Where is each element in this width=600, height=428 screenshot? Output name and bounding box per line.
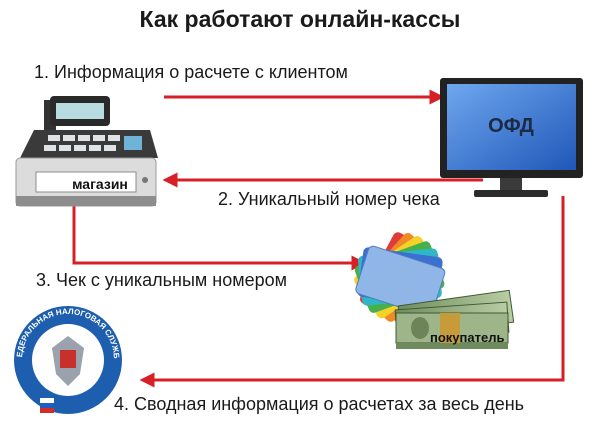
- buyer-label: покупатель: [430, 330, 504, 345]
- arrow-step3: [74, 205, 364, 263]
- step4-label: 4. Сводная информация о расчетах за весь…: [114, 394, 524, 415]
- step1-label: 1. Информация о расчете с клиентом: [34, 62, 348, 83]
- ofd-label: ОФД: [453, 115, 569, 138]
- step2-label: 2. Уникальный номер чека: [218, 189, 440, 210]
- page-title: Как работают онлайн-кассы: [0, 6, 600, 33]
- shop-label: магазин: [50, 176, 150, 192]
- step3-label: 3. Чек с уникальным номером: [36, 270, 287, 291]
